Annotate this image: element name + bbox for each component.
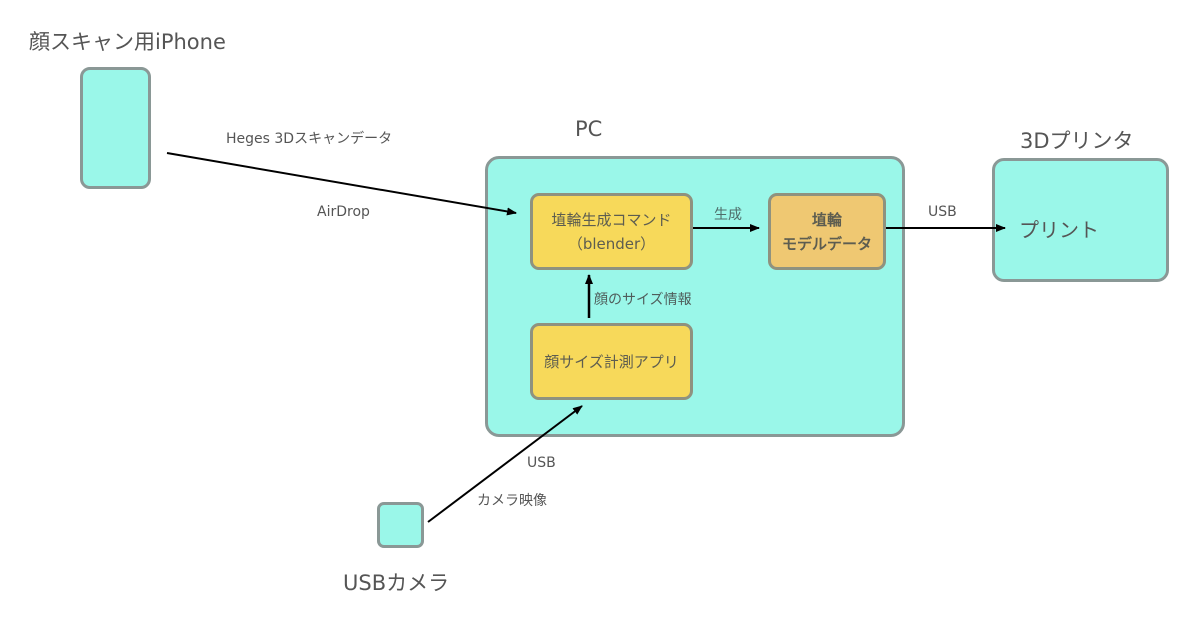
face-size-app-label: 顔サイズ計測アプリ <box>544 352 679 371</box>
haniwa-model-sublabel: モデルデータ <box>781 234 872 253</box>
printer-node[interactable] <box>992 158 1169 282</box>
edge-label-usb-camera: USB <box>527 455 556 471</box>
haniwa-command-label: 埴輪生成コマンド <box>551 210 672 229</box>
edge-label-usb-printer: USB <box>928 204 957 220</box>
pc-title: PC <box>575 117 603 141</box>
haniwa-model-label: 埴輪 <box>811 210 842 229</box>
arrow-camera-to-app <box>427 405 583 523</box>
edge-label-heges-scan-data: Heges 3Dスキャンデータ <box>226 131 393 147</box>
haniwa-model-node[interactable]: 埴輪 モデルデータ <box>768 193 886 270</box>
edge-label-generate: 生成 <box>714 207 742 223</box>
iphone-title: 顔スキャン用iPhone <box>29 30 226 54</box>
printer-title: 3Dプリンタ <box>1020 129 1134 153</box>
usb-camera-title: USBカメラ <box>343 571 450 595</box>
face-size-app-node[interactable]: 顔サイズ計測アプリ <box>530 323 693 400</box>
haniwa-command-node[interactable]: 埴輪生成コマンド （blender） <box>530 193 693 270</box>
arrow-iphone-to-command <box>166 152 517 216</box>
printer-inner-label: プリント <box>1019 218 1099 242</box>
edge-label-camera-video: カメラ映像 <box>477 493 547 509</box>
usb-camera-node[interactable] <box>377 502 424 548</box>
iphone-node[interactable] <box>80 67 151 189</box>
edge-label-face-size-info: 顔のサイズ情報 <box>594 292 692 308</box>
edge-label-airdrop: AirDrop <box>317 204 370 220</box>
haniwa-command-sublabel: （blender） <box>567 234 656 253</box>
